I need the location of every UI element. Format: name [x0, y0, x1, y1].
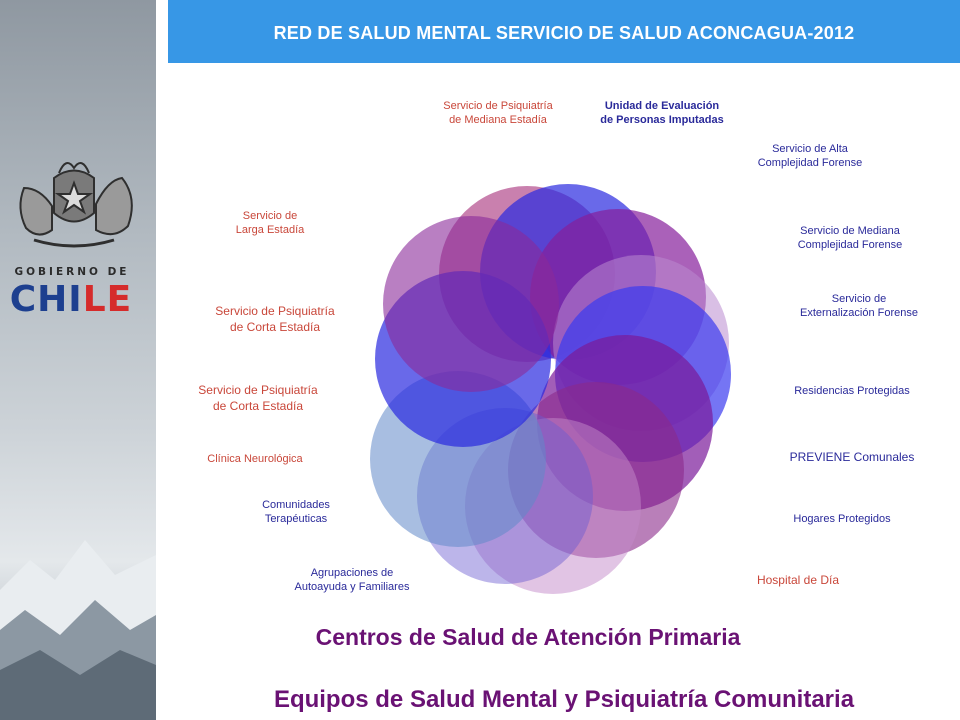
label-externalizacion: Servicio de Externalización Forense [799, 293, 918, 319]
label-agrupaciones: Agrupaciones de Autoayuda y Familiares [294, 567, 410, 593]
chile-logo-blue: CHI [9, 279, 83, 320]
label-clinica-neurologica: Clínica Neurológica [207, 453, 303, 465]
header-banner: RED DE SALUD MENTAL SERVICIO DE SALUD AC… [168, 0, 960, 63]
government-label: GOBIERNO DE [14, 266, 130, 278]
label-larga-estadia: Servicio de Larga Estadía [235, 210, 305, 236]
label-residencias: Residencias Protegidas [794, 385, 910, 397]
coat-of-arms-icon [19, 162, 133, 248]
label-previene: PREVIENE Comunales [789, 450, 915, 464]
label-corta-estadia-2: Servicio de Psiquiatría de Corta Estadía [198, 383, 318, 413]
label-mediana-complejidad: Servicio de Mediana Complejidad Forense [797, 225, 903, 251]
page-title: RED DE SALUD MENTAL SERVICIO DE SALUD AC… [273, 23, 855, 43]
mental-health-teams-title: Equipos de Salud Mental y Psiquiatría Co… [273, 686, 855, 713]
chile-logo-red: LE [82, 279, 133, 320]
mountain-background [0, 540, 156, 720]
label-evaluacion-imputadas: Unidad de Evaluación de Personas Imputad… [600, 100, 724, 126]
label-hogares: Hogares Protegidos [793, 513, 891, 525]
label-corta-estadia-1: Servicio de Psiquiatría de Corta Estadía [215, 304, 335, 334]
primary-care-title: Centros de Salud de Atención Primaria [315, 624, 741, 650]
label-mediana-estadia: Servicio de Psiquiatría de Mediana Estad… [443, 100, 553, 126]
sidebar-panel: GOBIERNO DE CHILE [0, 0, 156, 720]
chile-logo-text: CHILE [8, 278, 134, 322]
node-circle-larga-estadia [383, 216, 559, 392]
circle-group [370, 184, 731, 594]
label-alta-complejidad: Servicio de Alta Complejidad Forense [757, 143, 863, 169]
label-comunidades: Comunidades Terapéuticas [262, 499, 330, 525]
label-hospital-dia: Hospital de Día [756, 573, 840, 587]
